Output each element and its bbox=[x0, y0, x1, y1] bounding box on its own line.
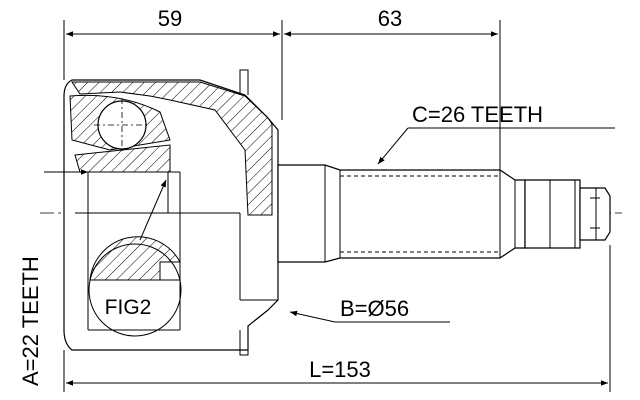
fig2-label: FIG2 bbox=[105, 296, 152, 319]
c-teeth-leader bbox=[377, 127, 409, 165]
overall-length bbox=[63, 245, 611, 392]
stub-shaft bbox=[277, 164, 611, 263]
a-teeth-label: A=22 TEETH bbox=[18, 256, 43, 386]
shaft-details bbox=[324, 165, 600, 262]
fig2-detail bbox=[88, 236, 182, 337]
dimension-63: 63 bbox=[378, 6, 402, 31]
dimension-59: 59 bbox=[158, 6, 182, 31]
fig2-leader bbox=[139, 179, 167, 241]
b-diameter-leader bbox=[289, 310, 336, 323]
housing-section-hatch bbox=[71, 81, 273, 216]
b-diameter-label: B=Ø56 bbox=[340, 296, 409, 321]
housing-lower bbox=[87, 69, 278, 356]
inner-race bbox=[75, 171, 240, 214]
c-teeth-label: C=26 TEETH bbox=[412, 102, 543, 127]
top-dimensions bbox=[63, 20, 501, 170]
length-label: L=153 bbox=[309, 357, 371, 382]
